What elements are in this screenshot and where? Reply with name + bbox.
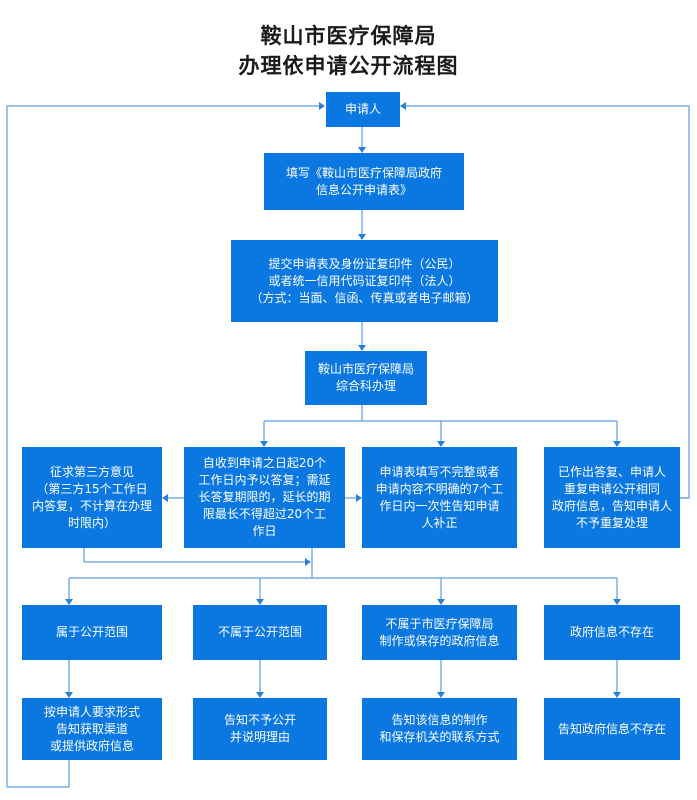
office-handling-box: 鞍山市医疗保障局 综合科办理: [305, 351, 427, 405]
not-ours-info-box: 不属于市医疗保障局 制作或保存的政府信息: [362, 605, 517, 660]
arrow-head: [256, 692, 264, 698]
public-scope-box: 属于公开范围: [22, 605, 162, 660]
arrow-head: [65, 599, 73, 605]
connector-left-loop: [6, 105, 320, 788]
arrow-head: [305, 558, 311, 566]
info-not-exist-box: 政府信息不存在: [544, 605, 680, 660]
arrow-head: [358, 345, 366, 351]
arrow-head: [65, 692, 73, 698]
arrow-head: [256, 599, 264, 605]
arrow-head: [437, 599, 445, 605]
provide-info-box: 按申请人要求形式 告知获取渠道 或提供政府信息: [22, 698, 162, 760]
arrow-head: [358, 147, 366, 153]
not-public-scope-box: 不属于公开范围: [193, 605, 327, 660]
chart-title-line1: 鞍山市医疗保障局: [260, 24, 437, 48]
arrow-head: [358, 234, 366, 240]
incomplete-application-box: 申请表填写不完整或者 申请内容不明确的7个工 作日内一次性告知申请 人补正: [362, 447, 517, 548]
arrow-head: [613, 599, 621, 605]
arrow-head: [260, 441, 268, 447]
refuse-with-reason-box: 告知不予公开 并说明理由: [193, 698, 327, 760]
arrow-head: [400, 102, 406, 110]
arrow-head: [319, 102, 325, 110]
submit-materials-box: 提交申请表及身份证复印件（公民） 或者统一信用代码证复印件（法人） （方式：当面…: [231, 240, 498, 322]
arrow-head: [356, 494, 362, 502]
arrow-head: [437, 441, 445, 447]
arrow-head: [613, 692, 621, 698]
arrow-head: [162, 494, 168, 502]
chart-title-line2: 办理依申请公开流程图: [238, 54, 459, 78]
tell-not-exist-box: 告知政府信息不存在: [544, 698, 680, 760]
arrow-head: [613, 441, 621, 447]
fill-form-box: 填写《鞍山市医疗保障局政府 信息公开申请表》: [264, 153, 464, 210]
third-party-opinion-box: 征求第三方意见 （第三方15个工作日 内答复，不计算在办理 时限内）: [22, 447, 162, 548]
arrow-head: [437, 692, 445, 698]
repeat-application-box: 已作出答复、申请人 重复申请公开相同 政府信息，告知申请人 不予重复处理: [544, 447, 680, 548]
reply-time-limit-box: 自收到申请之日起20个 工作日内予以答复；需延 长答复期限的，延长的期 限最长不…: [184, 447, 345, 548]
tell-contact-box: 告知该信息的制作 和保存机关的联系方式: [362, 698, 517, 760]
applicant-box: 申请人: [326, 92, 400, 127]
